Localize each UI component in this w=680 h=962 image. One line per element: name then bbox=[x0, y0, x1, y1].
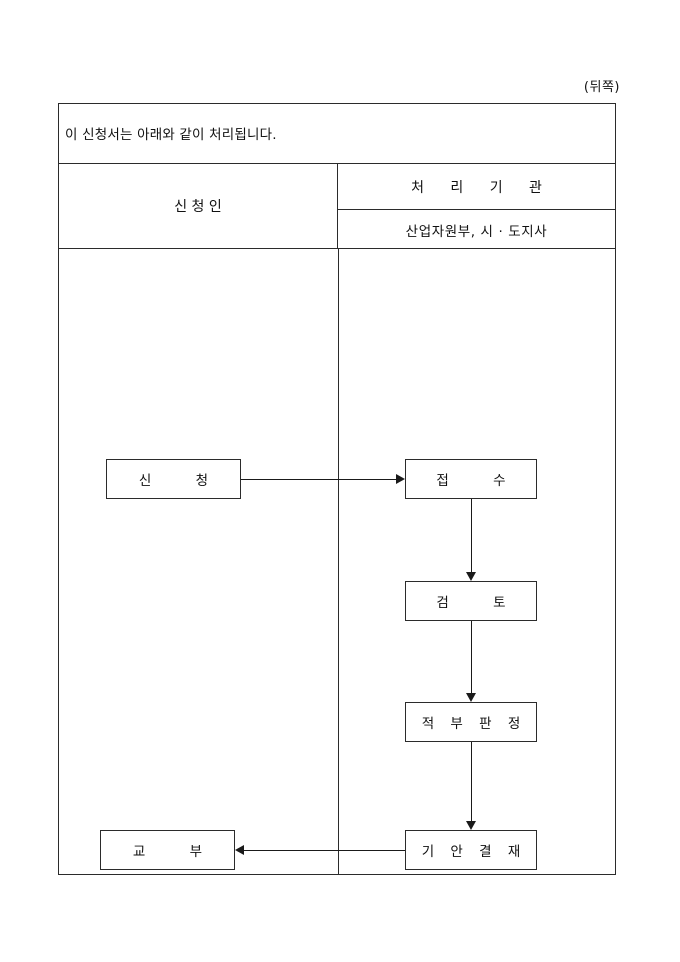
intro-text: 이 신청서는 아래와 같이 처리됩니다. bbox=[65, 127, 277, 143]
arrow-approval-to-issuance bbox=[244, 849, 405, 851]
flow-node-apply: 신 청 bbox=[106, 459, 241, 499]
arrow-apply-to-receipt bbox=[241, 478, 396, 480]
arrow-review-to-judgement bbox=[470, 621, 472, 693]
flow-node-review: 검 토 bbox=[405, 581, 537, 621]
flow-node-receipt: 접 수 bbox=[405, 459, 537, 499]
agency-column-subtitle: 산업자원부, 시 · 도지사 bbox=[405, 223, 548, 240]
lane-divider bbox=[338, 249, 339, 874]
agency-column-title: 처 리 기 관 bbox=[411, 179, 553, 196]
arrow-judgement-to-approval bbox=[470, 742, 472, 821]
flow-node-judgement: 적 부 판 정 bbox=[405, 702, 537, 742]
column-header-band: 신 청 인 처 리 기 관 산업자원부, 시 · 도지사 bbox=[59, 164, 615, 249]
column-header-applicant: 신 청 인 bbox=[59, 164, 338, 248]
agency-column-title-cell: 처 리 기 관 bbox=[338, 164, 615, 210]
flow-node-receipt-label: 접 수 bbox=[436, 473, 526, 489]
arrow-review-to-judgement-head-icon bbox=[466, 693, 476, 702]
page-side-label: (뒤쪽) bbox=[583, 80, 620, 95]
applicant-column-title: 신 청 인 bbox=[174, 199, 222, 215]
flow-node-issuance-label: 교 부 bbox=[132, 844, 223, 860]
flow-node-review-label: 검 토 bbox=[436, 595, 526, 611]
arrow-receipt-to-review-head-icon bbox=[466, 572, 476, 581]
agency-column-subtitle-cell: 산업자원부, 시 · 도지사 bbox=[338, 210, 615, 249]
column-header-agency: 처 리 기 관 산업자원부, 시 · 도지사 bbox=[338, 164, 615, 248]
intro-row: 이 신청서는 아래와 같이 처리됩니다. bbox=[59, 104, 615, 164]
flow-node-approval-label: 기 안 결 재 bbox=[421, 844, 527, 860]
flowchart-area: 신 청 접 수 검 토 적 부 판 정 기 안 결 재 교 부 bbox=[59, 249, 615, 874]
flow-node-judgement-label: 적 부 판 정 bbox=[421, 716, 527, 732]
arrow-receipt-to-review bbox=[470, 499, 472, 572]
processing-flow-table: 이 신청서는 아래와 같이 처리됩니다. 신 청 인 처 리 기 관 산업자원부… bbox=[58, 103, 616, 875]
arrow-apply-to-receipt-head-icon bbox=[396, 474, 405, 484]
flow-node-issuance: 교 부 bbox=[100, 830, 235, 870]
arrow-judgement-to-approval-head-icon bbox=[466, 821, 476, 830]
flow-node-approval: 기 안 결 재 bbox=[405, 830, 537, 870]
flow-node-apply-label: 신 청 bbox=[138, 473, 229, 489]
arrow-approval-to-issuance-head-icon bbox=[235, 845, 244, 855]
